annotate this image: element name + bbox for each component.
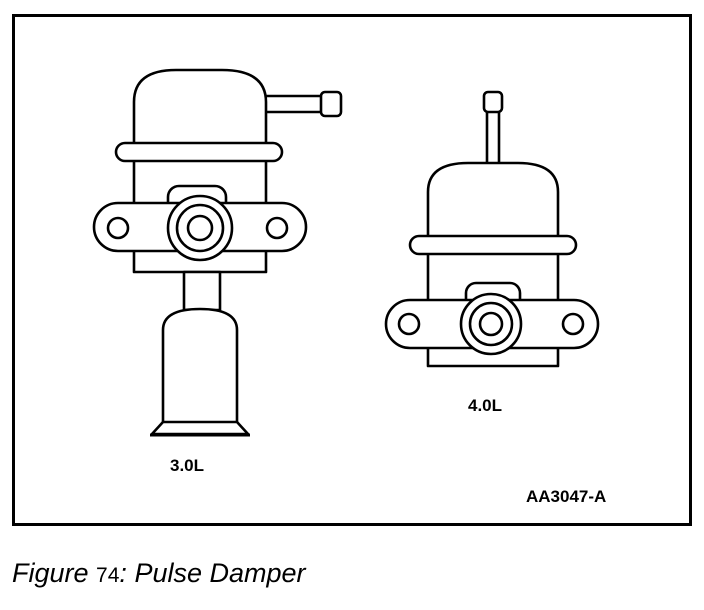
figure-frame (12, 14, 692, 526)
tube-cap (482, 90, 504, 114)
caption-number: 74 (96, 564, 120, 587)
flared-foot (150, 420, 250, 436)
band-ring (114, 141, 284, 163)
stem (182, 270, 222, 312)
label-4-0l: 4.0L (468, 396, 503, 415)
mount-hole-right (265, 216, 289, 240)
side-fitting-tube (260, 94, 328, 114)
damper-3-0l (92, 68, 343, 437)
damper-4-0l (384, 90, 600, 368)
center-fitting-inner (186, 214, 214, 242)
mount-hole-right (561, 312, 585, 336)
side-fitting-cap (319, 90, 343, 118)
label-3-0l: 3.0L (170, 456, 205, 475)
part-number-label: AA3047-A (526, 487, 607, 506)
band-ring (408, 234, 578, 256)
caption-separator: : (119, 558, 127, 588)
lower-housing (161, 307, 239, 427)
caption-prefix: Figure (12, 558, 89, 588)
caption-title: Pulse Damper (134, 558, 306, 588)
vertical-tube (485, 105, 501, 171)
mount-hole-left (397, 312, 421, 336)
mount-hole-left (106, 216, 130, 240)
center-fitting-inner (478, 311, 504, 337)
figure-caption: Figure 74: Pulse Damper (12, 558, 306, 589)
